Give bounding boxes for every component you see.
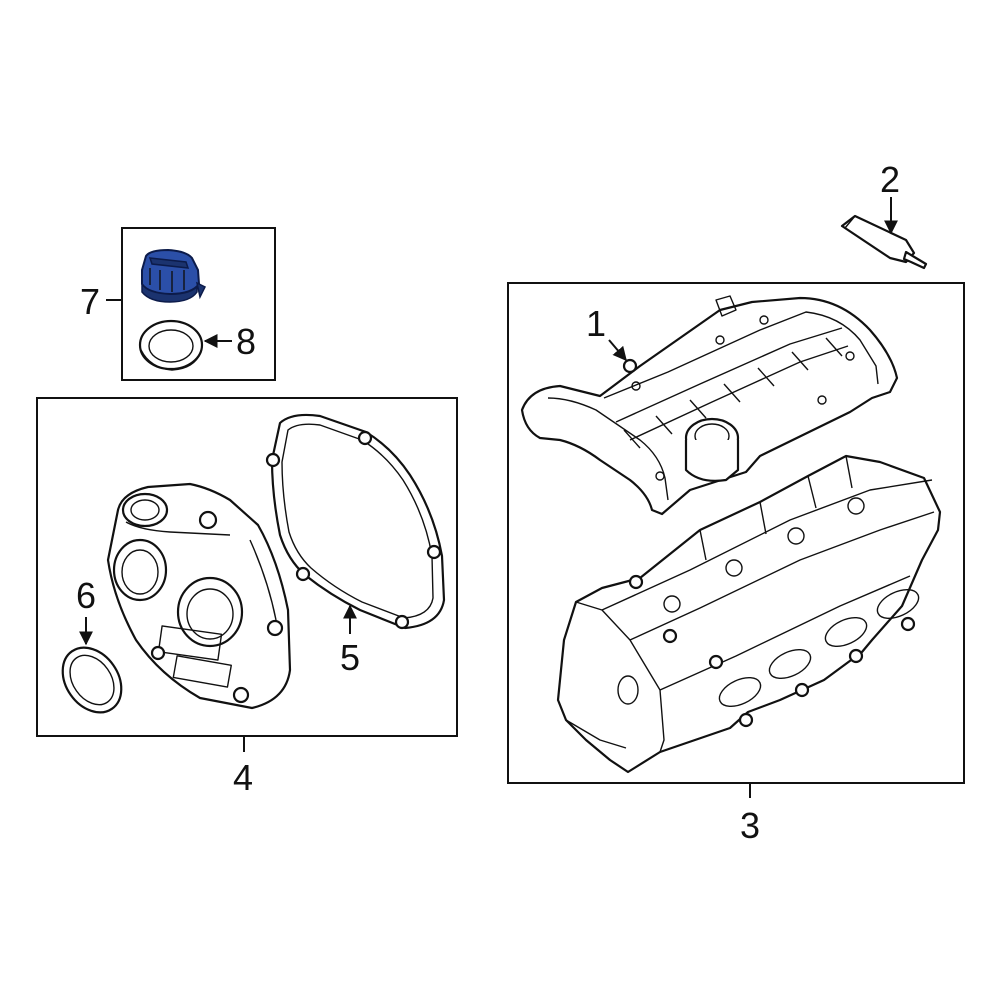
group-box-7-8 bbox=[121, 227, 276, 381]
timing-cover-o-ring[interactable] bbox=[51, 636, 134, 723]
valve-cover[interactable] bbox=[520, 295, 899, 516]
filler-cap-seal[interactable] bbox=[138, 319, 204, 371]
group-box-3 bbox=[507, 282, 965, 784]
leader-1 bbox=[608, 339, 627, 362]
callout-8: 8 bbox=[236, 321, 256, 362]
oil-filler-cap[interactable] bbox=[141, 248, 207, 303]
callout-4: 4 bbox=[233, 757, 253, 798]
sealant-tube[interactable] bbox=[840, 214, 928, 270]
cylinder-head[interactable] bbox=[556, 454, 942, 774]
callout-3: 3 bbox=[740, 805, 760, 846]
callout-6: 6 bbox=[76, 575, 96, 616]
timing-cover-gasket[interactable] bbox=[265, 413, 446, 630]
callout-5: 5 bbox=[340, 637, 360, 678]
timing-cover[interactable] bbox=[106, 482, 292, 710]
callout-2: 2 bbox=[880, 159, 900, 200]
callout-1: 1 bbox=[586, 303, 606, 344]
callout-7: 7 bbox=[80, 281, 100, 322]
group-box-4 bbox=[36, 397, 458, 737]
